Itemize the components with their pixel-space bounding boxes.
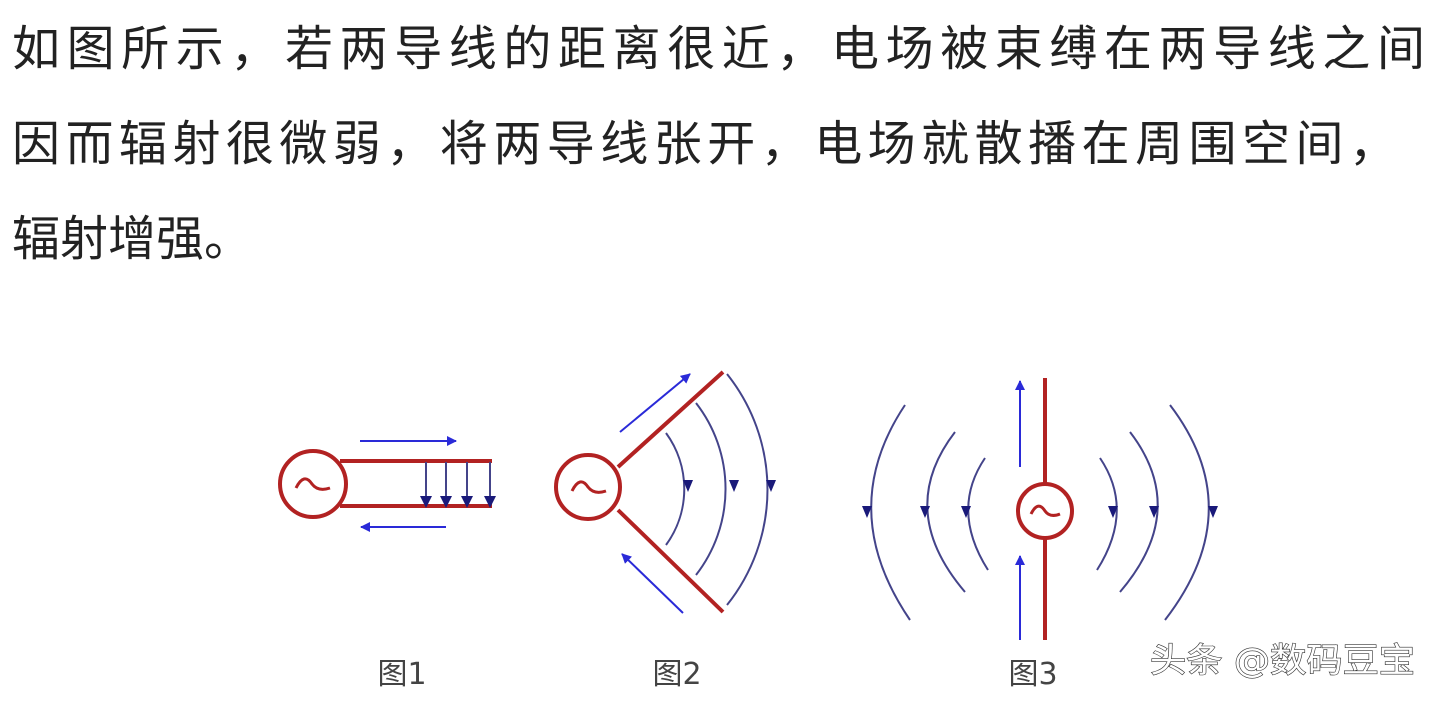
- figure-3-dipole: 图3: [862, 378, 1218, 692]
- ac-source-icon: [1016, 482, 1074, 540]
- paragraph-line-3: 辐射增强。: [12, 211, 252, 267]
- figure-1-caption: 图1: [377, 657, 426, 692]
- figure-1-transmission-line: 图1: [278, 436, 496, 692]
- paragraph-line-2: 因而辐射很微弱，将两导线张开，电场就散播在周围空间，: [12, 116, 1397, 172]
- ac-source-icon: [278, 449, 348, 519]
- ac-source-icon: [554, 453, 622, 521]
- current-arrow-back: [621, 553, 684, 614]
- paragraph-line-1: 如图所示，若两导线的距离很近，电场被束缚在两导线之间: [12, 21, 1425, 77]
- figure-2-caption: 图2: [652, 657, 701, 692]
- watermark: 头条 @数码豆宝: [1150, 641, 1415, 681]
- figure-2-opened-line: 图2: [554, 370, 776, 692]
- current-arrow-up: [619, 373, 691, 433]
- figure-3-caption: 图3: [1008, 657, 1057, 692]
